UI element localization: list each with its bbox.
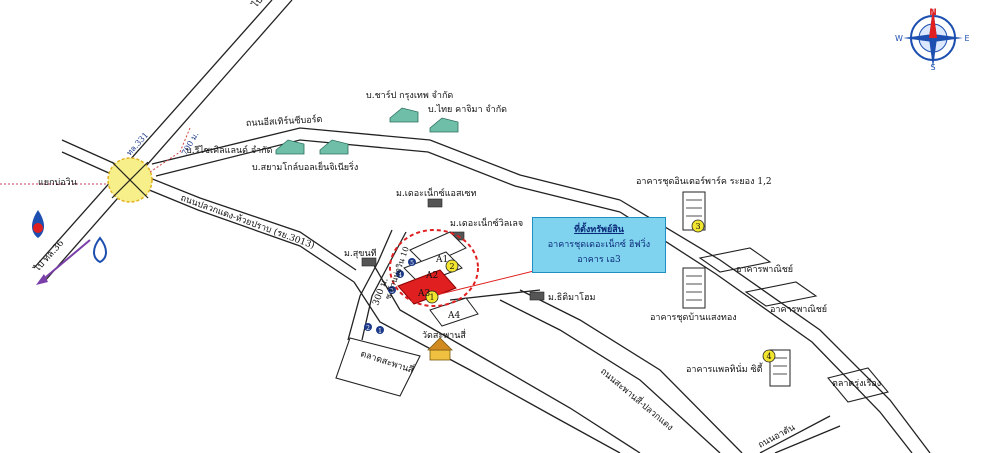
landmark-cold-storage: บ.สยามโกล์บอลเย็นจิเนียริ่ง <box>252 160 358 173</box>
marker-2: 2 <box>445 259 459 273</box>
svg-text:3: 3 <box>695 222 700 231</box>
route-marker: 5 <box>408 258 416 267</box>
site-highlight-ring <box>389 229 479 307</box>
right-diagonal-road <box>619 199 931 453</box>
project-buildings <box>397 231 479 327</box>
svg-text:2: 2 <box>366 325 370 332</box>
building-a1-label: A1 <box>435 255 448 265</box>
landmark-sukhonthi: ม.สุขนที <box>344 248 377 259</box>
landmark-commercial-2: อาคารพาณิชย์ <box>770 303 827 315</box>
landmark-sharp: บ.ชาร์ป กรุงเทพ จำกัด <box>366 89 453 101</box>
dist-700-arrow <box>149 127 191 173</box>
svg-text:3: 3 <box>390 288 394 295</box>
arrow-to-36 <box>36 239 91 285</box>
svg-text:4: 4 <box>398 272 402 279</box>
route-marker: 1 <box>376 326 384 335</box>
highway-331 <box>33 0 293 283</box>
sapansi-plaukdaeng-road <box>499 289 743 453</box>
landmark-inter-park: อาคารชุดอินเตอร์พาร์ค ระยอง 1,2 <box>636 175 772 187</box>
building-a3-label: A3 <box>417 289 430 299</box>
compass-icon <box>903 8 963 68</box>
fuel-station-icon <box>32 210 44 238</box>
fuel-station-icon <box>93 236 107 264</box>
apartment-windows <box>686 199 787 375</box>
landmark-commercial-1: อาคารพาณิชย์ <box>736 263 793 275</box>
callout-building-id: อาคาร เอ3 <box>577 254 621 265</box>
property-callout: ที่ตั้งทรัพย์สิน อาคารชุดเดอะเน็กซ์ ฮิฟว… <box>532 217 666 273</box>
landmark-recycle: บ.รีไซเคิลแลนด์ จำกัด <box>186 144 273 156</box>
building-a4-label: A4 <box>447 311 460 321</box>
road-label-to-36: ไป ทล.36 <box>31 238 66 275</box>
route-marker: 2 <box>364 323 372 332</box>
intersection <box>107 157 153 203</box>
svg-text:1: 1 <box>429 293 434 302</box>
plaukdaeng-road <box>61 139 357 283</box>
callout-title: ที่ตั้งทรัพย์สิน <box>574 224 624 235</box>
bottom-right-road <box>759 415 841 453</box>
marker-1: 1 <box>425 290 439 304</box>
callout-leader <box>431 267 547 297</box>
road-label-to-331: ไป ทล.331 <box>249 0 288 11</box>
road-label-eastern-seaboard: ถนนอีสเทิร์นซีบอร์ด <box>246 113 323 129</box>
sapansi-road-lower <box>353 261 641 453</box>
compass-rose: N S E W <box>895 8 970 72</box>
svg-text:1: 1 <box>378 328 382 335</box>
landmark-wat-sapansi: วัดสะพานสี่ <box>422 328 466 341</box>
road-label-plaukdaeng: ถนนปลวกแดง-ห้วยปราบ (รย.3013) <box>179 192 316 251</box>
route-marker: 3 <box>388 286 396 295</box>
landmark-dhima-home: ม.ธิติมาโฮม <box>548 292 595 303</box>
compass-north: N <box>929 8 937 18</box>
landmark-next-village: ม.เดอะเน็กซ์วิลเลจ <box>450 216 523 229</box>
compass-south: S <box>930 63 935 72</box>
svg-text:2: 2 <box>449 262 454 271</box>
marker-3: 3 <box>691 219 705 233</box>
road-tag-331: ทล.331 <box>125 131 150 158</box>
marker-4: 4 <box>762 349 776 363</box>
landmark-thai-kajima: บ.ไทย คาจิมา จำกัด <box>428 104 507 115</box>
eastern-seaboard-road <box>151 127 621 213</box>
svg-text:4: 4 <box>766 352 771 361</box>
building-a2-label: A2 <box>425 271 438 281</box>
compass-east: E <box>964 34 969 43</box>
landmark-market-sapansi: ตลาดสะพานสี่ <box>359 346 416 376</box>
building-blocks <box>335 247 889 403</box>
callout-building-name: อาคารชุดเดอะเน็กซ์ ฮิฟวิ่ง <box>547 239 651 250</box>
landmark-next-asset: ม.เดอะเน็กซ์แอสเซท <box>396 186 477 199</box>
landmark-phetplaza: อาคารแพลทินั่ม ซิตี้ <box>686 362 764 375</box>
compass-west: W <box>895 34 903 43</box>
svg-text:5: 5 <box>410 260 414 267</box>
temple-icon <box>427 337 453 361</box>
landmark-ban-saengthong: อาคารชุดบ้านแสงทอง <box>650 312 737 323</box>
landmark-market-rungrueng: ตลาดรุ่งเรือง <box>832 378 881 389</box>
intersection-label: แยกบ่อวิน <box>38 177 77 188</box>
factory-icon <box>275 107 459 155</box>
route-marker: 4 <box>396 270 404 279</box>
